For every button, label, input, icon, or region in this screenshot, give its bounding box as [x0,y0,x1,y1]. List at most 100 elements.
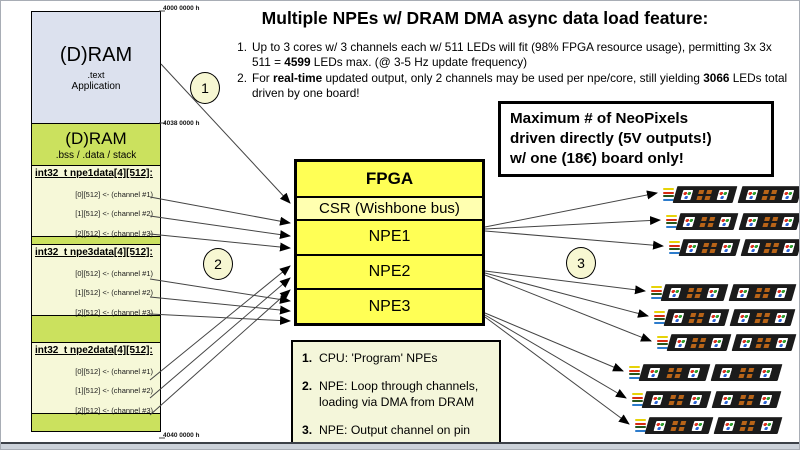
neopixel-led-icon [685,242,699,253]
neopixel-led-icon [774,312,788,323]
npe3data-channel-3: [2][512] <- (channel #3) [75,307,153,317]
fpga-npe2-row: NPE2 [297,256,482,291]
neopixel-led-icon [716,189,730,200]
memory-gap [32,237,160,245]
note-item-1: 1. Up to 3 cores w/ 3 channels each w/ 5… [235,40,792,71]
resistor-pads-icon [739,420,756,431]
wire-bundle-icon [654,311,665,324]
led-strip-segment [737,186,799,203]
led-strip-segment [713,417,782,434]
dram-bss-block: (D)RAM .bss / .data / stack [32,124,160,166]
npe2data-channel-2: [1][512] <- (channel #2) [75,386,153,395]
npe1data-header: int32_t npe1data[4][512]: [35,168,153,179]
note-1-bold-4599: 4599 [284,55,311,70]
neopixel-led-icon [759,420,773,431]
neopixel-led-icon [653,420,667,431]
neopixel-led-icon [689,394,703,405]
neopixel-strip [669,238,799,257]
resistor-pads-icon [688,312,705,323]
led-strip-segment [672,186,737,203]
led-strip-segment [678,239,740,256]
memory-map: (D)RAM .text Application (D)RAM .bss / .… [31,11,161,432]
step-circle-2: 2 [203,248,233,280]
neopixel-led-icon [759,394,773,405]
resistor-pads-icon [668,394,685,405]
neopixel-led-icon [781,216,795,227]
neopixel-strip [651,283,796,302]
max-box-line-3: w/ one (18€) board only! [510,150,684,168]
note-2-number: 2. [237,70,247,85]
note-1-text: Up to 3 cores w/ 3 channels each w/ 511 … [252,40,792,71]
note-item-2: 2. For real-time updated output, only 2 … [235,71,792,102]
resistor-pads-icon [701,242,718,253]
resistor-pads-icon [755,337,772,348]
led-strip-segment [740,239,799,256]
neopixel-led-icon [745,216,759,227]
page-title: Multiple NPEs w/ DRAM DMA async data loa… [261,8,709,28]
max-box-line-2: driven directly (5V outputs!) [510,130,712,148]
neopixel-led-icon [706,287,720,298]
led-strip-segment [728,284,796,301]
resistor-pads-icon [699,216,715,227]
wire-bundle-icon [663,188,674,201]
resistor-pads-icon [762,216,778,227]
neopixel-led-icon [737,312,751,323]
neopixel-led-icon [710,337,724,348]
wire-bundle-icon [632,393,643,406]
note-1-t2: LEDs max. (@ 3-5 Hz update frequency) [310,55,528,70]
wire-bundle-icon [635,419,646,432]
resistor-pads-icon [666,367,683,378]
resistor-pads-icon [696,189,713,200]
neopixel-led-icon [746,242,760,253]
step-circle-1: 1 [190,72,220,104]
npe3data-header: int32_t npe3data[4][512]: [35,247,153,258]
npe2data-header: int32_t npe2data[4][512]: [35,345,153,356]
neopixel-led-icon [774,287,788,298]
neopixel-strip [629,363,782,382]
wire-bundle-icon [657,336,668,349]
wire-bundle-icon [666,215,677,228]
led-strip-segment [729,309,796,326]
legend-3-number: 3. [302,422,313,437]
neopixel-strip [632,390,782,409]
fpga-csr-row: CSR (Wishbone bus) [297,198,482,221]
neopixel-strip [657,333,796,352]
address-top: 4000 0000 h [163,5,200,12]
legend-3-text: NPE: Output channel on pin [319,422,471,437]
dram-text-block: (D)RAM .text Application [32,12,160,124]
neopixel-led-icon [774,337,788,348]
fpga-title: FPGA [297,162,482,198]
address-bottom: 4040 0000 h [163,432,200,439]
npe1data-channel-3: [2][512] <- (channel #3) [75,228,153,238]
dram-text-segment: .text [87,69,105,80]
neopixel-led-icon [759,367,773,378]
memory-gap [32,316,160,343]
step-circle-3: 3 [566,247,596,279]
led-strip-segment [641,391,712,408]
resistor-pads-icon [738,394,755,405]
neopixel-led-icon [736,287,750,298]
led-strip-segment [666,334,731,351]
legend-item-3: 3. NPE: Output channel on pin [302,423,490,438]
neopixel-led-icon [781,242,795,253]
npe3data-channel-2: [1][512] <- (channel #2) [75,288,153,297]
led-strip-segment [675,213,739,230]
resistor-pads-icon [690,337,707,348]
led-strip-segment [644,417,713,434]
led-strip-segment [738,213,799,230]
led-strip-segment [731,334,796,351]
neopixel-led-icon [668,287,682,298]
resistor-pads-icon [762,242,779,253]
neopixel-strip [635,416,782,435]
legend-1-text: CPU: 'Program' NPEs [319,351,438,365]
npe2data-channel-3: [2][512] <- (channel #3) [75,405,153,415]
note-2-bold-3066: 3066 [703,70,730,85]
npe1data-channel-2: [1][512] <- (channel #2) [75,209,153,218]
npe1data-block: int32_t npe1data[4][512]: [0][512] <- (c… [32,166,160,238]
resistor-pads-icon [761,189,778,200]
neopixel-led-icon [718,216,732,227]
note-2-t1: For [252,70,273,85]
neopixel-led-icon [708,312,722,323]
legend-box: 1. CPU: 'Program' NPEs 2. NPE: Loop thro… [291,340,501,448]
